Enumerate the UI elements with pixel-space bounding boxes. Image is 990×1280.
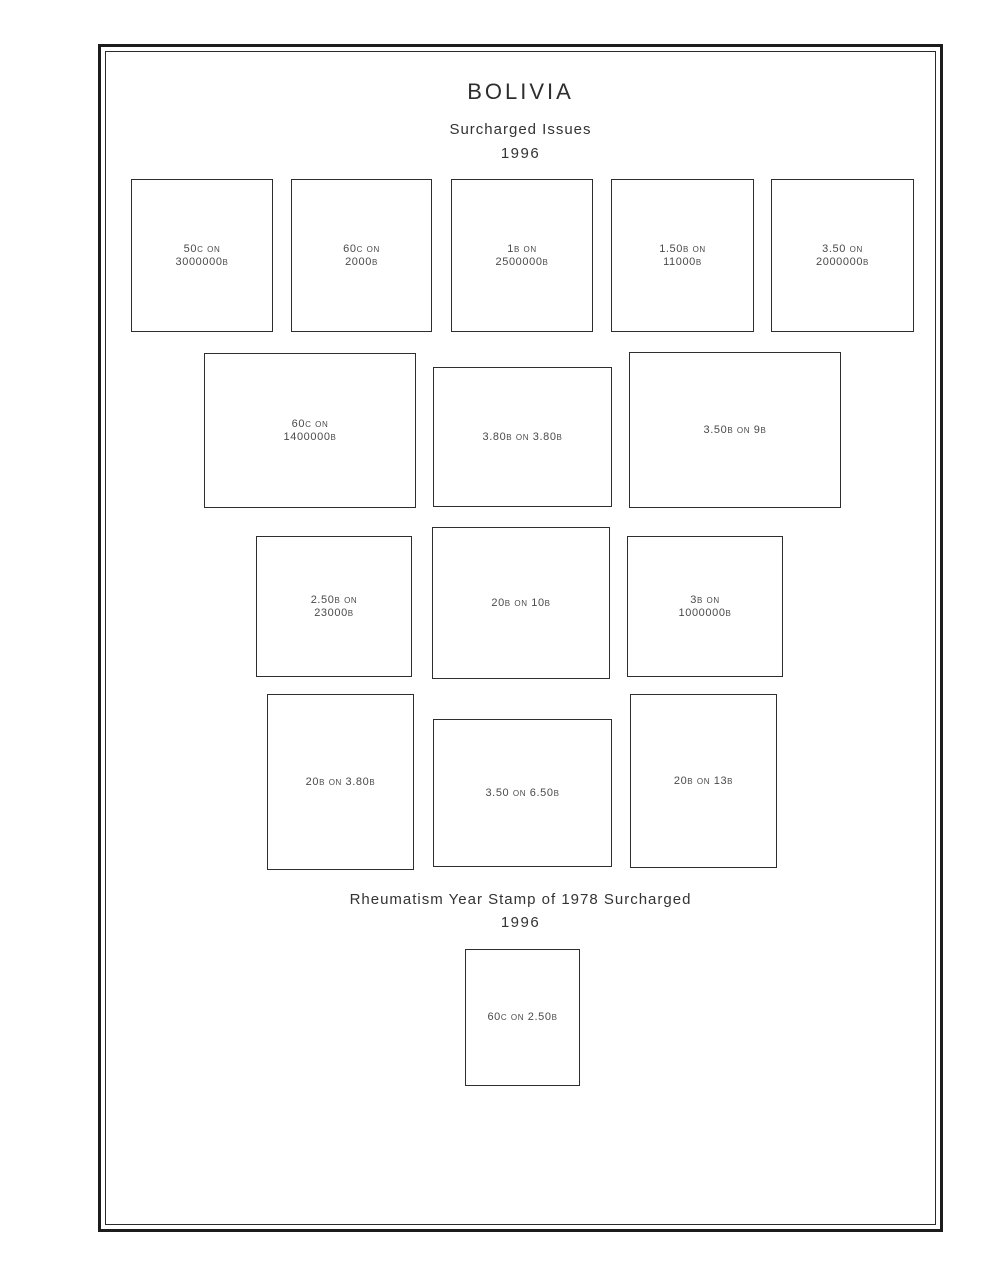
stamp-label: 3.50 on 2000000b <box>816 242 869 268</box>
stamp-placeholder: 3.50 on 2000000b <box>771 179 914 332</box>
stamp-placeholder: 20b on 3.80b <box>267 694 414 870</box>
stamp-placeholder: 2.50b on 23000b <box>256 536 412 677</box>
stamp-placeholder: 50c on 3000000b <box>131 179 273 332</box>
stamp-label: 3.50b on 9b <box>703 423 767 436</box>
stamp-placeholder: 60c on 2000b <box>291 179 432 332</box>
stamp-placeholder: 1.50b on 11000b <box>611 179 754 332</box>
stamp-placeholder: 20b on 13b <box>630 694 777 868</box>
stamp-label: 20b on 13b <box>673 774 734 787</box>
page-frame-inner <box>105 51 936 1225</box>
section1-year: 1996 <box>500 145 541 162</box>
page-frame-outer <box>98 44 943 1232</box>
stamp-placeholder: 3.50 on 6.50b <box>433 719 612 867</box>
stamp-placeholder: 60c on 1400000b <box>204 353 416 508</box>
stamp-label: 60c on 2.50b <box>487 1011 558 1023</box>
section1-title: Surcharged Issues <box>449 121 592 138</box>
stamp-label: 3b on 1000000b <box>678 593 732 619</box>
page-title: BOLIVIA <box>467 79 574 104</box>
stamp-placeholder: 60c on 2.50b <box>465 949 580 1086</box>
stamp-label: 20b on 10b <box>491 596 551 609</box>
stamp-placeholder: 1b on 2500000b <box>451 179 593 332</box>
section2-year: 1996 <box>500 914 541 931</box>
stamp-label: 60c on 2000b <box>343 242 380 268</box>
stamp-placeholder: 3.80b on 3.80b <box>433 367 612 507</box>
section2-title: Rheumatism Year Stamp of 1978 Surcharged <box>349 891 692 908</box>
stamp-label: 60c on 1400000b <box>283 417 337 443</box>
stamp-placeholder: 20b on 10b <box>432 527 610 679</box>
stamp-placeholder: 3.50b on 9b <box>629 352 841 508</box>
stamp-label: 1b on 2500000b <box>495 242 549 268</box>
stamp-label: 3.50 on 6.50b <box>485 786 560 799</box>
stamp-label: 20b on 3.80b <box>305 775 376 788</box>
stamp-label: 3.80b on 3.80b <box>482 430 563 443</box>
stamp-label: 50c on 3000000b <box>175 242 229 268</box>
stamp-label: 1.50b on 11000b <box>659 242 706 268</box>
stamp-placeholder: 3b on 1000000b <box>627 536 783 677</box>
stamp-label: 2.50b on 23000b <box>310 593 358 619</box>
